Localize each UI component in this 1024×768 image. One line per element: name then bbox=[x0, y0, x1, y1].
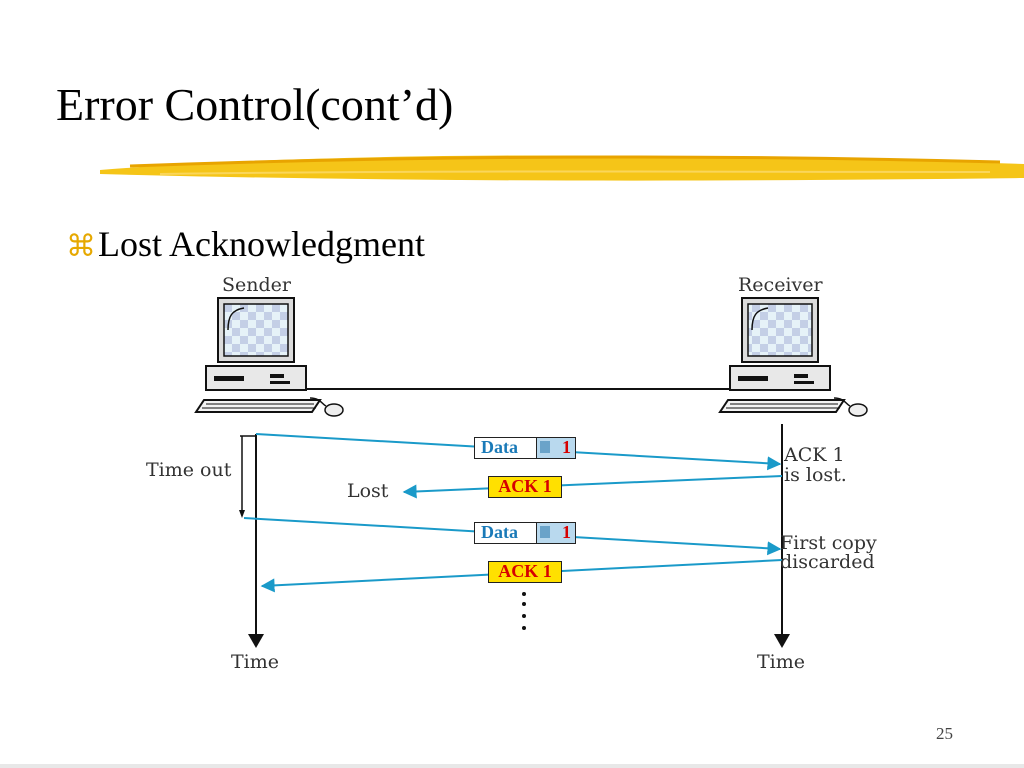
bullet-item: ⌘Lost Acknowledgment bbox=[66, 226, 425, 262]
receiver-label: Receiver bbox=[738, 274, 823, 296]
data-frame-label: Data bbox=[475, 523, 537, 543]
sender-time-label: Time bbox=[231, 651, 280, 673]
discard-note-line-2: discarded bbox=[780, 551, 875, 573]
continuation-dot bbox=[522, 626, 526, 630]
bullet-text: Lost Acknowledgment bbox=[98, 224, 425, 264]
sender-label: Sender bbox=[222, 274, 291, 296]
continuation-dot bbox=[522, 602, 526, 606]
timeout-label: Time out bbox=[146, 459, 232, 481]
ack-lost-note-line-2: is lost. bbox=[784, 464, 847, 486]
timeout-bracket-arrowhead bbox=[239, 510, 245, 518]
slide-title: Error Control(cont’d) bbox=[56, 79, 454, 130]
sequence-number: 1 bbox=[562, 522, 571, 542]
data-frame-1: Data 1 bbox=[474, 437, 576, 459]
lost-label: Lost bbox=[347, 480, 389, 502]
receiver-time-arrowhead bbox=[774, 634, 790, 648]
continuation-dot bbox=[522, 614, 526, 618]
ack-lost-note-line-1: ACK 1 bbox=[784, 444, 845, 466]
sequence-number-box: 1 bbox=[537, 438, 575, 458]
sequence-number-box: 1 bbox=[537, 523, 575, 543]
continuation-dot bbox=[522, 592, 526, 596]
ack-frame-2: ACK 1 bbox=[488, 561, 562, 583]
footer-divider bbox=[0, 764, 1024, 768]
page-number: 25 bbox=[936, 724, 953, 743]
discard-note-line-1: First copy bbox=[780, 532, 877, 554]
ack-frame-arrow-lost bbox=[402, 475, 783, 499]
data-frame-label: Data bbox=[475, 438, 537, 458]
ack-frame-1: ACK 1 bbox=[488, 476, 562, 498]
sender-time-arrowhead bbox=[248, 634, 264, 648]
data-frame-2: Data 1 bbox=[474, 522, 576, 544]
command-bullet-icon: ⌘ bbox=[66, 229, 96, 264]
receiver-computer-icon bbox=[718, 297, 868, 417]
sequence-number: 1 bbox=[562, 437, 571, 457]
receiver-time-label: Time bbox=[757, 651, 806, 673]
sender-computer-icon bbox=[194, 297, 344, 417]
